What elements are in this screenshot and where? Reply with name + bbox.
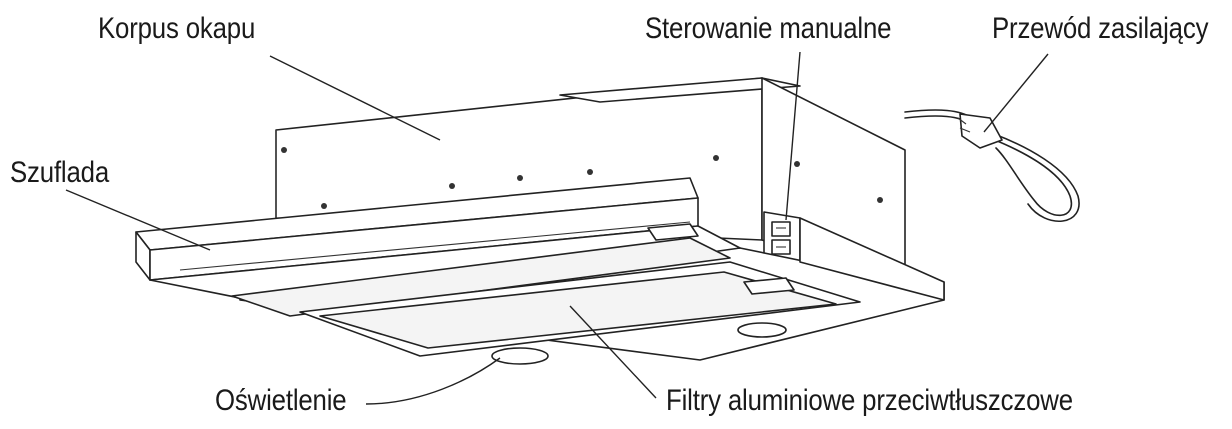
label-filtry-aluminiowe: Filtry aluminiowe przeciwtłuszczowe (666, 384, 1073, 417)
filters (299, 223, 861, 357)
screw (517, 175, 523, 181)
drawer (135, 177, 741, 317)
screw (794, 161, 800, 167)
bottom-right-face (799, 217, 945, 301)
body-top-strip (559, 77, 801, 103)
cord-loop (989, 137, 1073, 217)
label-korpus-okapu: Korpus okapu (98, 12, 256, 45)
cord-loop (993, 133, 1080, 223)
power-cord (904, 109, 1080, 223)
screw (587, 169, 593, 175)
screw (877, 197, 883, 203)
label-szuflada: Szuflada (10, 156, 110, 189)
leader-oswietlenie (365, 357, 501, 405)
light-lens-left (491, 347, 549, 365)
control-panel (763, 211, 801, 263)
screw (713, 155, 719, 161)
label-przewod-zasilajacy: Przewód zasilający (992, 12, 1209, 45)
label-sterowanie-manualne: Sterowanie manualne (645, 12, 892, 45)
label-oswietlenie: Oświetlenie (215, 384, 347, 417)
screw (281, 147, 287, 153)
leader-sterowanie (785, 51, 801, 221)
leader-szuflada (65, 189, 211, 251)
leader-lines (65, 51, 1049, 405)
drawer-inner-edge (179, 221, 691, 271)
leader-przewod (983, 53, 1049, 133)
leader-filtry (569, 305, 657, 399)
screw (321, 203, 327, 209)
screw (449, 183, 455, 189)
plug-pin (957, 117, 967, 125)
plug-pin (959, 127, 971, 133)
light-lens-right (737, 322, 787, 338)
filter-handle (647, 223, 699, 241)
leader-korpus (269, 55, 441, 141)
control-switch-top (771, 221, 791, 237)
drawer-inner-panel (231, 237, 731, 317)
filter-mesh (319, 271, 837, 349)
filter-handle (743, 277, 795, 295)
